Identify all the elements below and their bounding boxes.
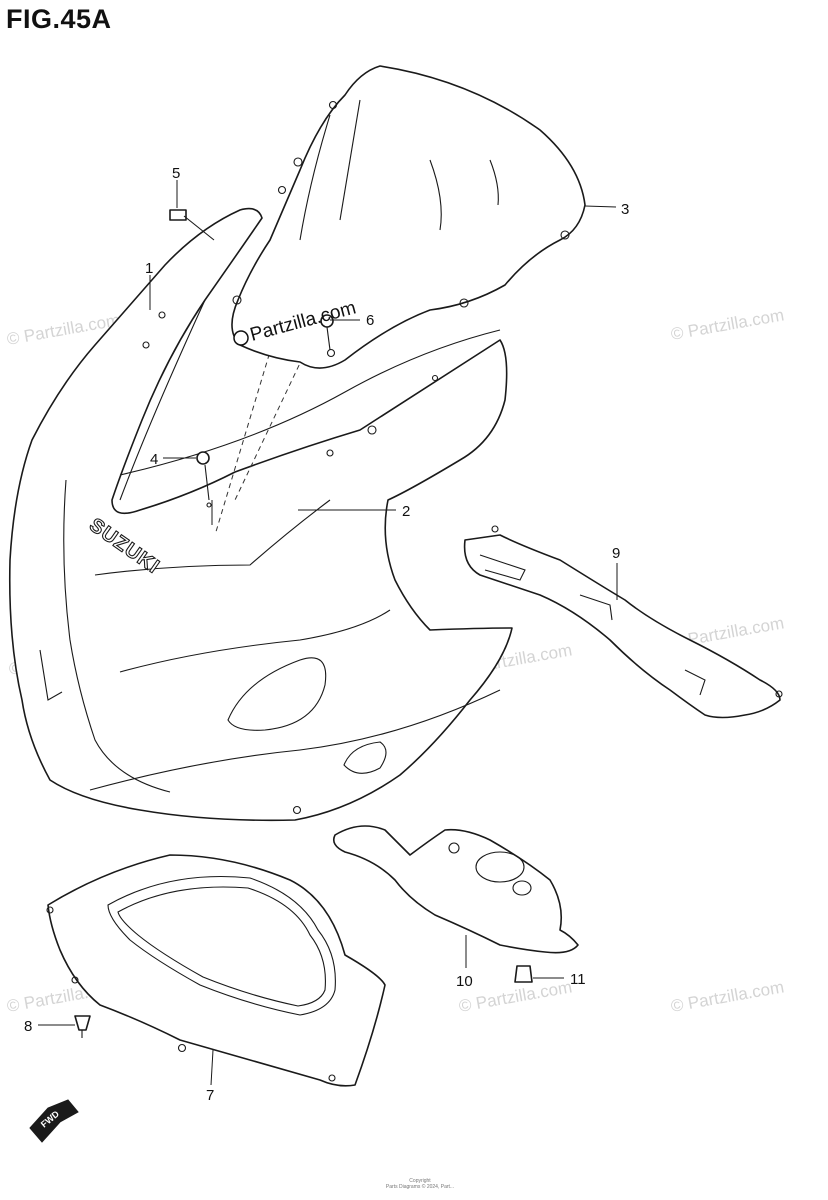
fastener-8-clip xyxy=(74,1015,91,1038)
watermark: © Partzilla.com xyxy=(669,977,785,1016)
callout-11: 11 xyxy=(570,971,586,988)
fastener-4-screw xyxy=(196,451,212,508)
callout-3: 3 xyxy=(621,201,629,218)
callout-7: 7 xyxy=(206,1087,214,1104)
part-7-lower-cowl xyxy=(46,854,386,1087)
callout-1: 1 xyxy=(145,260,153,277)
copyright-line: Copyright xyxy=(409,1178,431,1184)
callout-8: 8 xyxy=(24,1018,32,1035)
copyright-note: Copyright Parts Diagrams © 2024, Part... xyxy=(340,1178,500,1190)
watermark: © Partzilla.com xyxy=(457,977,573,1016)
callout-10: 10 xyxy=(456,973,473,990)
fwd-arrow: FWD xyxy=(29,1099,79,1143)
part-10-plate xyxy=(332,825,579,954)
fastener-11-bolt xyxy=(514,965,533,983)
part-3-windscreen xyxy=(119,65,586,476)
watermark: © Partzilla.com xyxy=(669,305,785,344)
leader-lines xyxy=(38,180,618,1086)
callout-4: 4 xyxy=(150,451,158,468)
callouts: 1 2 3 4 5 6 7 8 9 10 11 xyxy=(24,165,629,1104)
callout-5: 5 xyxy=(172,165,180,182)
fastener-5-screw xyxy=(169,209,215,241)
fwd-arrow-icon xyxy=(29,1099,79,1143)
callout-6: 6 xyxy=(366,312,374,329)
callout-9: 9 xyxy=(612,545,620,562)
part-9-brace xyxy=(463,525,783,719)
fastener-6-screw xyxy=(320,314,334,351)
figure-title: FIG.45A xyxy=(6,4,112,34)
callout-2: 2 xyxy=(402,503,410,520)
partzilla-logo-icon xyxy=(233,330,249,346)
part-1-upper-fairing: SUZUKI xyxy=(8,207,513,822)
copyright-line: Parts Diagrams © 2024, Part... xyxy=(385,1184,455,1190)
